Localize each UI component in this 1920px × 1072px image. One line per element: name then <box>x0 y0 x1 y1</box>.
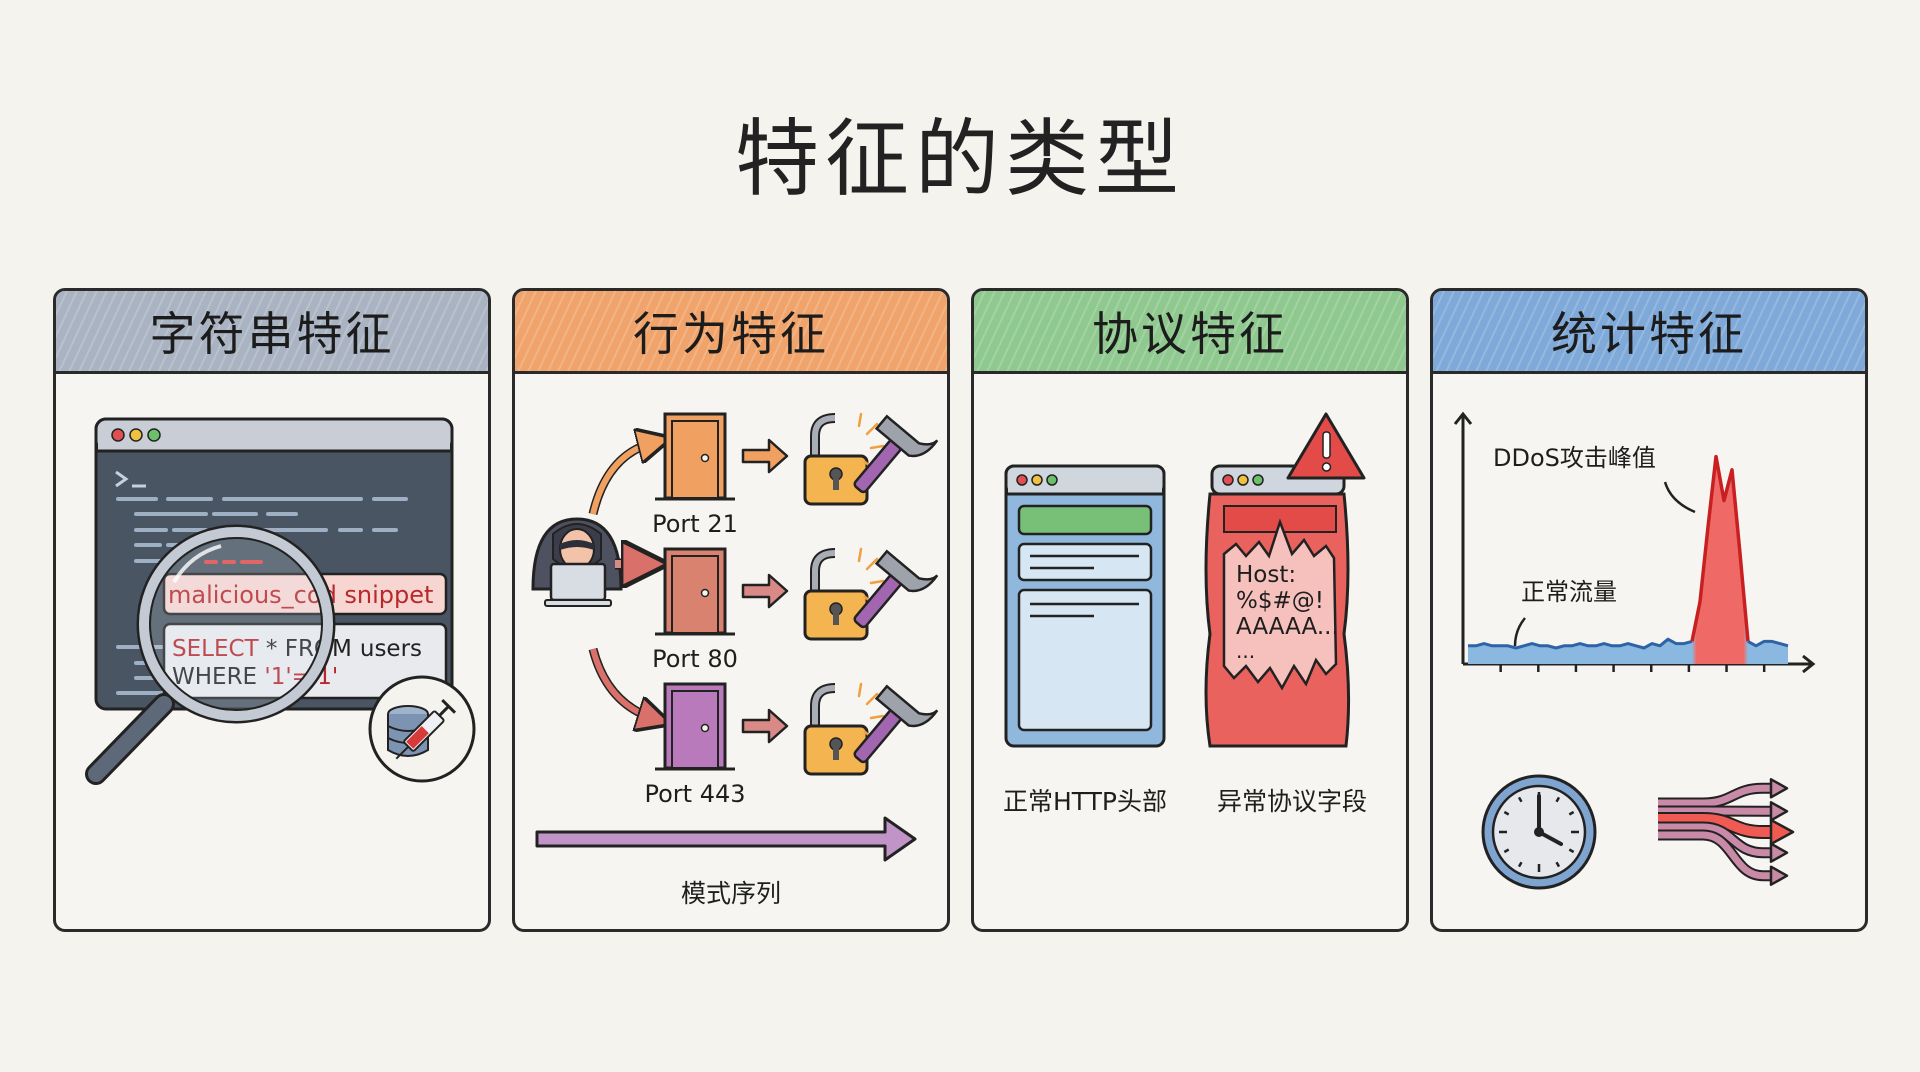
flow-arrow <box>1658 823 1773 857</box>
malicious-code-text: malicious_cod snippet <box>168 581 433 609</box>
torn-packet-icon: Host: %$#@! AAAAA... ... <box>1204 464 1351 748</box>
clock-tick <box>1503 810 1510 816</box>
clock-tick <box>1517 796 1523 803</box>
panel-body-string: malicious_cod snippet SELECT * FROMusers… <box>56 374 488 929</box>
behavior-illustration: Port 21 Port 80 Port 443 模式序列 <box>531 412 939 908</box>
port-row: Port 443 <box>644 682 939 808</box>
terminal-window-icon: malicious_cod snippet SELECT * FROMusers… <box>94 417 454 711</box>
hammer-icon <box>853 414 939 494</box>
flow-arrow <box>1658 814 1773 837</box>
padlock-icon <box>803 548 869 641</box>
hacker-icon <box>531 517 623 607</box>
clock-tick <box>1555 861 1561 868</box>
browser-window-icon <box>1004 464 1166 748</box>
door-icon <box>655 412 735 501</box>
normal-traffic-line <box>1747 639 1789 648</box>
clock-tick <box>1503 848 1510 854</box>
arrow-icon <box>741 573 789 609</box>
clock-tick <box>1568 810 1575 816</box>
panel-header-protocol: 协议特征 <box>974 291 1406 374</box>
door-icon <box>655 682 735 771</box>
abnormal-line: Host: <box>1236 562 1296 588</box>
panel-statistics-features: 统计特征 DDoS攻击峰值正常流量 <box>1430 288 1868 932</box>
warning-triangle-icon <box>1286 412 1366 480</box>
sequence-label: 模式序列 <box>681 879 781 908</box>
clock-tick <box>1555 796 1561 803</box>
panel-behavior-features: 行为特征 Port 21 Port 80 <box>512 288 950 932</box>
clock-tick <box>1517 861 1523 868</box>
panel-header-behavior: 行为特征 <box>515 291 947 374</box>
port-label: Port 21 <box>652 510 738 538</box>
abnormal-line: %$#@! <box>1236 588 1324 614</box>
normal-http-caption: 正常HTTP头部 <box>1003 787 1167 816</box>
abnormal-protocol-caption: 异常协议字段 <box>1217 787 1367 816</box>
port-label: Port 443 <box>644 780 745 808</box>
annotation-normal-traffic: 正常流量 <box>1521 578 1617 606</box>
arrow-icon <box>590 648 655 719</box>
arrow-icon <box>741 438 789 474</box>
flow-arrow <box>1658 831 1773 880</box>
padlock-icon <box>803 413 869 506</box>
panel-string-features: 字符串特征 <box>53 288 491 932</box>
panel-header-statistics: 统计特征 <box>1433 291 1865 374</box>
panel-header-label: 统计特征 <box>1551 307 1747 361</box>
annotation-ddos-peak: DDoS攻击峰值 <box>1493 444 1656 472</box>
clock-tick <box>1568 848 1575 854</box>
panel-body-behavior: Port 21 Port 80 Port 443 模式序列 <box>515 374 947 929</box>
flow-arrow <box>1658 784 1773 807</box>
abnormal-line: ... <box>1236 639 1255 663</box>
normal-traffic-line <box>1468 637 1693 650</box>
panel-header-label: 行为特征 <box>633 307 829 361</box>
magnifier-icon <box>85 524 336 785</box>
port-row: Port 21 <box>652 412 939 538</box>
hammer-icon <box>853 549 939 629</box>
clock-icon <box>1481 774 1597 890</box>
panel-header-label: 协议特征 <box>1092 307 1288 361</box>
abnormal-line: AAAAA... <box>1236 614 1339 640</box>
ddos-peak-line <box>1690 454 1750 642</box>
panel-body-protocol: Host: %$#@! AAAAA... ... 正常HTTP头部 异常协议字段 <box>974 374 1406 929</box>
string-illustration: malicious_cod snippet SELECT * FROMusers… <box>85 417 476 785</box>
door-icon <box>655 547 735 636</box>
sql-line-1: SELECT * FROMusers <box>172 636 422 662</box>
port-row: Port 80 <box>652 547 939 673</box>
padlock-icon <box>803 683 869 776</box>
page-title: 特征的类型 <box>734 110 1185 208</box>
panel-header-string: 字符串特征 <box>56 291 488 374</box>
protocol-illustration: Host: %$#@! AAAAA... ... 正常HTTP头部 异常协议字段 <box>1003 412 1367 816</box>
panel-body-statistics: DDoS攻击峰值正常流量 <box>1433 374 1865 929</box>
diverging-flow-icon <box>1658 778 1795 886</box>
port-label: Port 80 <box>652 645 738 673</box>
arrow-icon <box>590 442 655 515</box>
sequence-arrow-icon <box>535 816 917 862</box>
panel-protocol-features: 协议特征 <box>971 288 1409 932</box>
database-syringe-icon <box>368 675 476 783</box>
arrow-icon <box>741 708 789 744</box>
hammer-icon <box>853 684 939 764</box>
panel-header-label: 字符串特征 <box>149 307 395 361</box>
